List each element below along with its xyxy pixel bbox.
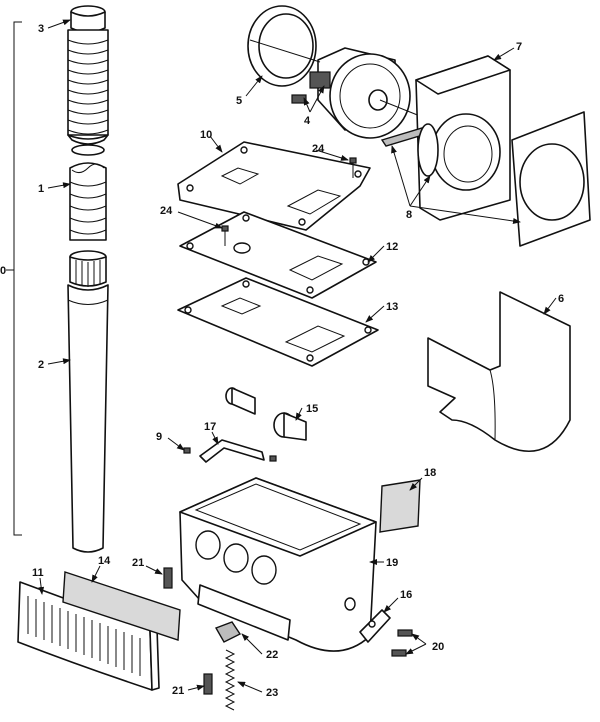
hose-fitting-part	[225, 387, 307, 441]
callout-24-mid: 24	[160, 205, 173, 217]
callout-1: 1	[38, 183, 44, 195]
callout-22: 22	[266, 649, 278, 661]
bag-panel-part	[427, 291, 571, 453]
callout-8: 8	[406, 209, 412, 221]
fastener-parts	[163, 567, 413, 695]
motor-housing-part	[415, 55, 511, 221]
motor-assembly-part	[247, 5, 441, 139]
callout-9: 9	[156, 431, 162, 443]
callout-4: 4	[304, 115, 311, 127]
callout-21-upper: 21	[132, 557, 144, 569]
plate-screw-part	[221, 157, 357, 246]
base-housing-part	[179, 477, 377, 652]
callout-0: 0	[0, 265, 6, 277]
wand-tube-part	[67, 250, 109, 553]
callout-7: 7	[516, 41, 522, 53]
callout-21-lower: 21	[172, 685, 184, 697]
callout-20: 20	[432, 641, 444, 653]
flex-hose-upper-part	[67, 29, 109, 156]
middle-plate-part	[179, 211, 377, 299]
gasket-strip-part	[62, 571, 181, 641]
callout-3: 3	[38, 23, 44, 35]
leader-lines	[38, 19, 557, 693]
callout-13: 13	[386, 301, 398, 313]
callout-17: 17	[204, 421, 216, 433]
callout-12: 12	[386, 241, 398, 253]
callout-6: 6	[558, 293, 564, 305]
wand-coupling-part	[70, 5, 106, 33]
flap-part	[379, 479, 421, 533]
flex-hose-middle-part	[69, 162, 107, 241]
front-bumper-part	[17, 581, 160, 691]
filter-plate-part	[380, 111, 591, 247]
callout-23: 23	[266, 687, 278, 699]
callout-10: 10	[200, 129, 212, 141]
spring-part	[224, 649, 236, 711]
carry-handle-part	[183, 439, 277, 463]
assembly-bracket	[6, 21, 22, 536]
callout-19: 19	[386, 557, 398, 569]
callout-15: 15	[306, 403, 318, 415]
callout-11: 11	[32, 567, 44, 579]
callout-2: 2	[38, 359, 44, 371]
callout-5: 5	[236, 95, 242, 107]
side-plate-part	[359, 609, 391, 643]
top-plate-part	[177, 141, 371, 231]
callout-18: 18	[424, 467, 436, 479]
callout-14: 14	[98, 555, 111, 567]
callout-16: 16	[400, 589, 412, 601]
callout-labels: 0 3 1 2 5 4 7 8 6 10 24 24 12 13 15 9 17…	[0, 23, 564, 699]
callout-24-top: 24	[312, 143, 325, 155]
lower-plate-part	[177, 277, 379, 367]
